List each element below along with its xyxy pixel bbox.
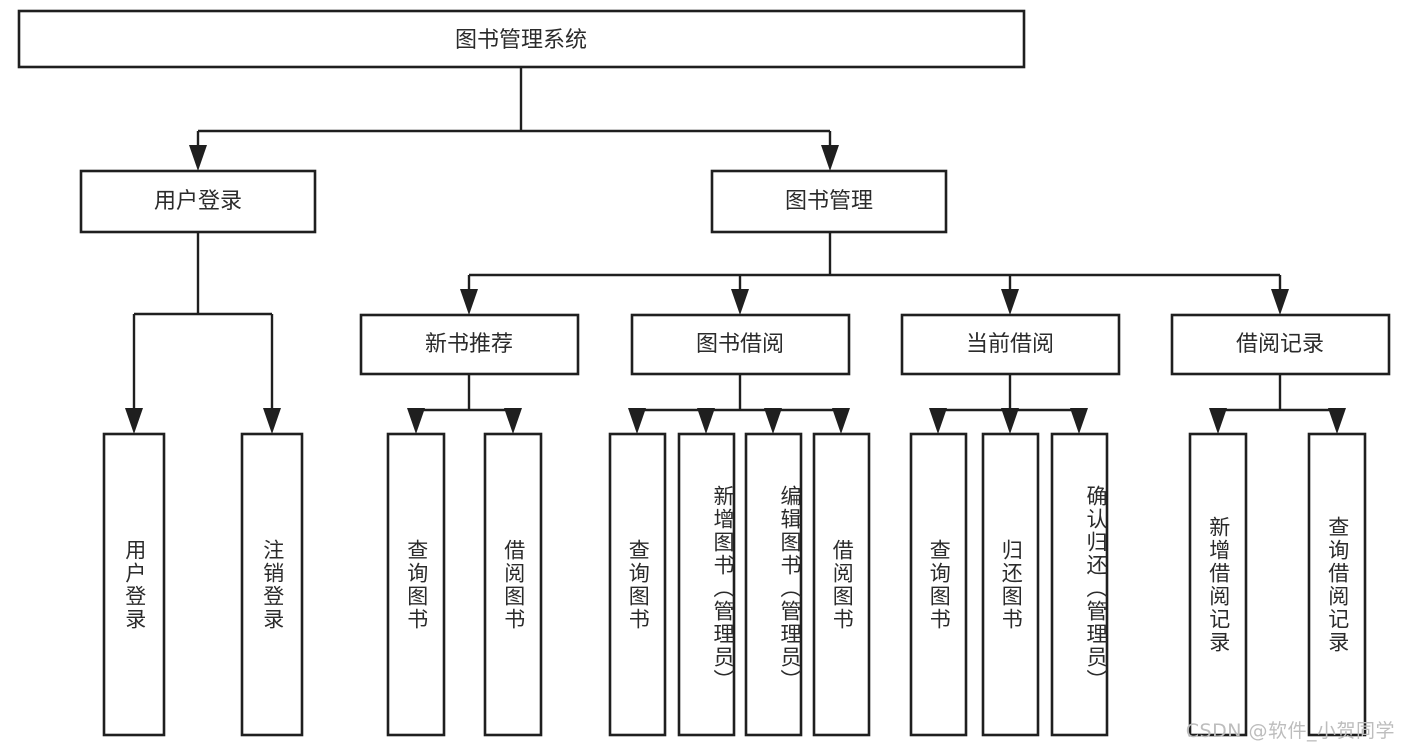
leaf-box-current-borrow-3[interactable] [1050, 432, 1109, 737]
arrow-head-leaf-current-borrow-2 [1001, 408, 1019, 434]
leaf-box-current-borrow-2[interactable] [981, 432, 1040, 737]
arrow-head-borrow-record [1271, 289, 1289, 315]
arrow-head-leaf-borrow-record-2 [1328, 408, 1346, 434]
arrow-head-leaf-book-borrow-3 [764, 408, 782, 434]
arrow-head-leaf-user-login-1 [125, 408, 143, 434]
node-root-box[interactable] [17, 9, 1026, 69]
arrow-head-user-login [189, 145, 207, 171]
arrow-head-leaf-book-borrow-4 [832, 408, 850, 434]
watermark-text: CSDN @软件_小贺同学 [1185, 720, 1395, 742]
node-book-manage-label: 图书管理 [785, 189, 873, 214]
node-borrow-record-label: 借阅记录 [1236, 332, 1324, 357]
arrow-head-new-book-recommend [460, 289, 478, 315]
leaf-box-book-borrow-1[interactable] [608, 432, 667, 737]
arrow-head-leaf-new-book-2 [504, 408, 522, 434]
leaf-box-user-login-1[interactable] [102, 432, 166, 737]
leaf-box-new-book-2[interactable] [483, 432, 543, 737]
node-new-book-recommend-box[interactable] [359, 313, 580, 376]
node-root-label: 图书管理系统 [455, 28, 587, 53]
node-new-book-recommend-label: 新书推荐 [425, 332, 513, 357]
node-book-borrow-label: 图书借阅 [696, 332, 784, 357]
leaf-box-current-borrow-1[interactable] [909, 432, 968, 737]
arrow-head-leaf-book-borrow-2 [697, 408, 715, 434]
arrow-head-leaf-current-borrow-1 [929, 408, 947, 434]
leaf-box-book-borrow-2[interactable] [677, 432, 736, 737]
arrow-head-current-borrow [1001, 289, 1019, 315]
node-current-borrow-label: 当前借阅 [966, 332, 1054, 357]
leaf-box-user-login-2[interactable] [240, 432, 304, 737]
node-user-login-label: 用户登录 [154, 189, 242, 214]
arrow-head-leaf-user-login-2 [263, 408, 281, 434]
leaf-box-new-book-1[interactable] [386, 432, 446, 737]
arrow-head-book-manage [821, 145, 839, 171]
arrow-head-leaf-book-borrow-1 [628, 408, 646, 434]
arrow-head-leaf-borrow-record-1 [1209, 408, 1227, 434]
leaf-box-borrow-record-1[interactable] [1188, 432, 1248, 737]
node-user-login-box[interactable] [79, 169, 317, 234]
arrow-head-leaf-current-borrow-3 [1070, 408, 1088, 434]
leaf-box-borrow-record-2[interactable] [1307, 432, 1367, 737]
arrow-head-book-borrow [731, 289, 749, 315]
arrow-head-leaf-new-book-1 [407, 408, 425, 434]
leaf-box-book-borrow-4[interactable] [812, 432, 871, 737]
node-current-borrow-box[interactable] [900, 313, 1121, 376]
leaf-box-book-borrow-3[interactable] [744, 432, 803, 737]
